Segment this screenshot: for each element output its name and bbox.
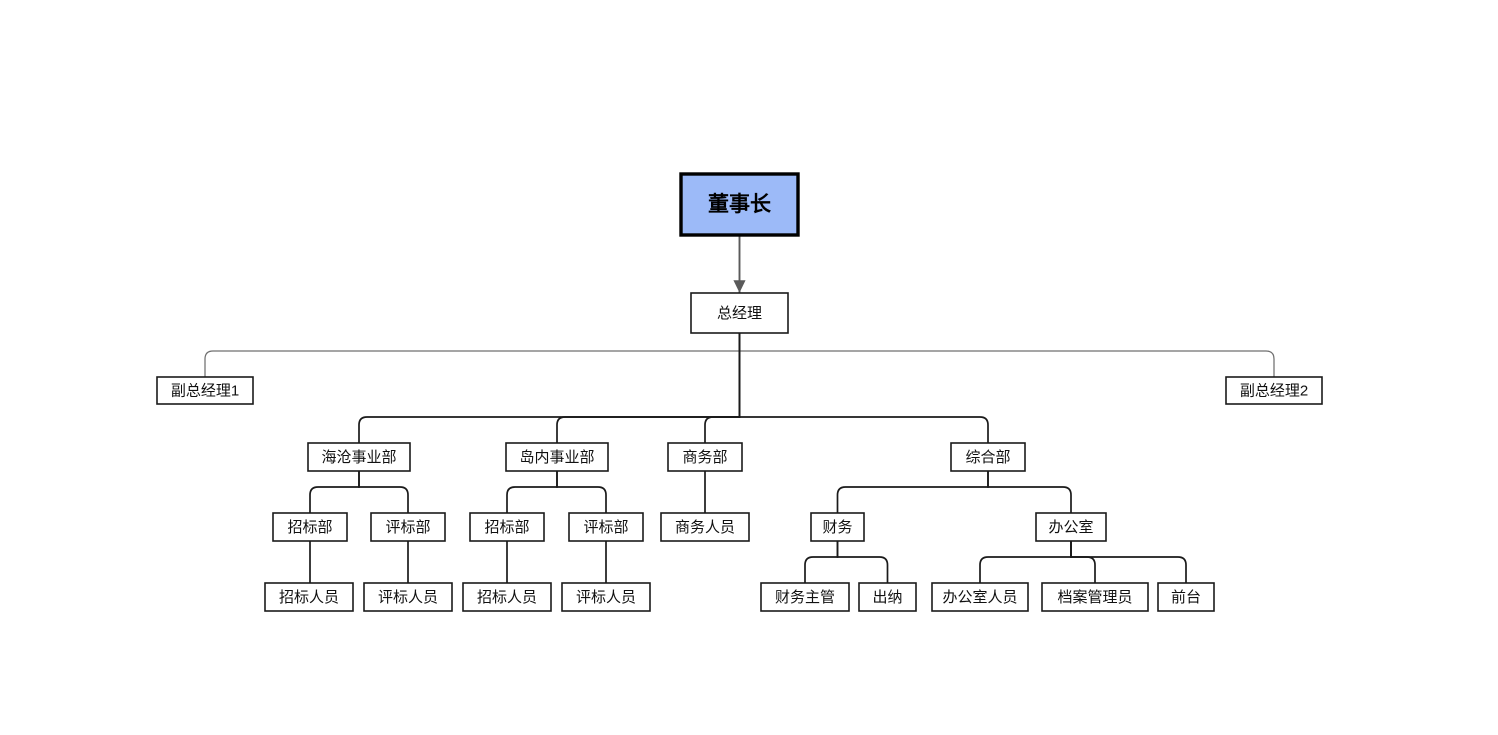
node-label-business: 商务部: [682, 449, 727, 466]
org-node-vp2[interactable]: 副总经理2: [1225, 376, 1323, 405]
node-box-office[interactable]: [1035, 512, 1107, 542]
org-node-hc-bid-staff[interactable]: 招标人员: [264, 582, 354, 612]
node-label-vp1: 副总经理1: [171, 382, 239, 399]
node-box-dn-bid-staff[interactable]: [462, 582, 552, 612]
org-node-chairman[interactable]: 董事长: [679, 172, 800, 237]
node-box-hc-eval-staff[interactable]: [363, 582, 453, 612]
node-label-office-staff: 办公室人员: [942, 589, 1017, 606]
node-label-hc-bid: 招标部: [287, 519, 332, 536]
node-label-dn-eval-staff: 评标人员: [576, 589, 636, 606]
org-node-hc-bid[interactable]: 招标部: [272, 512, 348, 542]
node-label-hc-eval-staff: 评标人员: [378, 589, 438, 606]
node-box-chairman[interactable]: [679, 172, 800, 237]
connector-office-to-archivist: [1070, 540, 1096, 584]
node-box-vp1[interactable]: [156, 376, 254, 405]
node-label-haicang: 海沧事业部: [321, 449, 396, 466]
node-label-finance: 财务: [822, 519, 852, 536]
org-node-business[interactable]: 商务部: [667, 442, 743, 472]
connector-daonei-to-dn-bid: [506, 470, 558, 514]
node-box-dn-eval-staff[interactable]: [561, 582, 651, 612]
node-box-daonei[interactable]: [505, 442, 609, 472]
org-node-biz-staff[interactable]: 商务人员: [660, 512, 750, 542]
org-node-general[interactable]: 综合部: [950, 442, 1026, 472]
node-box-vp2[interactable]: [1225, 376, 1323, 405]
connector-finance-to-fin-head: [804, 540, 839, 584]
org-node-fin-head[interactable]: 财务主管: [760, 582, 850, 612]
org-node-dn-bid-staff[interactable]: 招标人员: [462, 582, 552, 612]
node-box-haicang[interactable]: [307, 442, 411, 472]
node-label-gm: 总经理: [717, 305, 762, 322]
node-box-finance[interactable]: [810, 512, 865, 542]
node-box-biz-staff[interactable]: [660, 512, 750, 542]
connector-gm-to-vp1: [204, 332, 741, 378]
connector-gm-to-vp2: [738, 332, 1275, 378]
node-label-reception: 前台: [1171, 589, 1201, 606]
node-box-gm[interactable]: [690, 292, 789, 334]
node-box-general[interactable]: [950, 442, 1026, 472]
connector-gm-to-daonei: [556, 332, 741, 444]
node-box-office-staff[interactable]: [931, 582, 1029, 612]
connector-daonei-to-dn-eval: [556, 470, 607, 514]
connector-office-to-reception: [1070, 540, 1187, 584]
node-label-general: 综合部: [965, 449, 1010, 466]
node-box-business[interactable]: [667, 442, 743, 472]
node-label-dn-eval: 评标部: [583, 519, 628, 536]
node-box-dn-bid[interactable]: [469, 512, 545, 542]
connector-gm-to-business: [704, 332, 741, 444]
org-node-cashier[interactable]: 出纳: [858, 582, 917, 612]
node-label-chairman: 董事长: [708, 192, 772, 216]
node-box-hc-bid[interactable]: [272, 512, 348, 542]
org-node-archivist[interactable]: 档案管理员: [1041, 582, 1149, 612]
node-box-hc-bid-staff[interactable]: [264, 582, 354, 612]
org-node-dn-bid[interactable]: 招标部: [469, 512, 545, 542]
node-label-hc-eval: 评标部: [385, 519, 430, 536]
connector-general-to-office: [987, 470, 1072, 514]
org-node-haicang[interactable]: 海沧事业部: [307, 442, 411, 472]
org-node-dn-eval-staff[interactable]: 评标人员: [561, 582, 651, 612]
org-node-gm[interactable]: 总经理: [690, 292, 789, 334]
node-label-dn-bid: 招标部: [484, 519, 529, 536]
node-box-dn-eval[interactable]: [568, 512, 644, 542]
node-label-office: 办公室: [1048, 519, 1093, 536]
org-node-office[interactable]: 办公室: [1035, 512, 1107, 542]
node-box-cashier[interactable]: [858, 582, 917, 612]
node-label-dn-bid-staff: 招标人员: [477, 589, 537, 606]
org-node-finance[interactable]: 财务: [810, 512, 865, 542]
connector-haicang-to-hc-bid: [309, 470, 360, 514]
node-box-fin-head[interactable]: [760, 582, 850, 612]
org-node-reception[interactable]: 前台: [1157, 582, 1215, 612]
node-box-archivist[interactable]: [1041, 582, 1149, 612]
org-node-hc-eval-staff[interactable]: 评标人员: [363, 582, 453, 612]
connector-haicang-to-hc-eval: [358, 470, 409, 514]
connector-finance-to-cashier: [836, 540, 889, 584]
connector-gm-to-general: [738, 332, 989, 444]
node-label-archivist: 档案管理员: [1057, 588, 1132, 606]
node-label-cashier: 出纳: [872, 589, 902, 606]
org-node-vp1[interactable]: 副总经理1: [156, 376, 254, 405]
node-label-biz-staff: 商务人员: [675, 519, 735, 536]
connector-layer: [204, 234, 1275, 584]
connector-gm-to-haicang: [358, 332, 741, 444]
org-node-daonei[interactable]: 岛内事业部: [505, 442, 609, 472]
org-node-hc-eval[interactable]: 评标部: [370, 512, 446, 542]
node-label-hc-bid-staff: 招标人员: [279, 589, 339, 606]
node-box-reception[interactable]: [1157, 582, 1215, 612]
connector-general-to-finance: [836, 470, 989, 514]
org-node-dn-eval[interactable]: 评标部: [568, 512, 644, 542]
node-label-daonei: 岛内事业部: [519, 449, 594, 466]
node-box-hc-eval[interactable]: [370, 512, 446, 542]
connector-office-to-office-staff: [979, 540, 1072, 584]
org-node-office-staff[interactable]: 办公室人员: [931, 582, 1029, 612]
node-label-vp2: 副总经理2: [1240, 382, 1308, 399]
node-label-fin-head: 财务主管: [775, 589, 835, 606]
